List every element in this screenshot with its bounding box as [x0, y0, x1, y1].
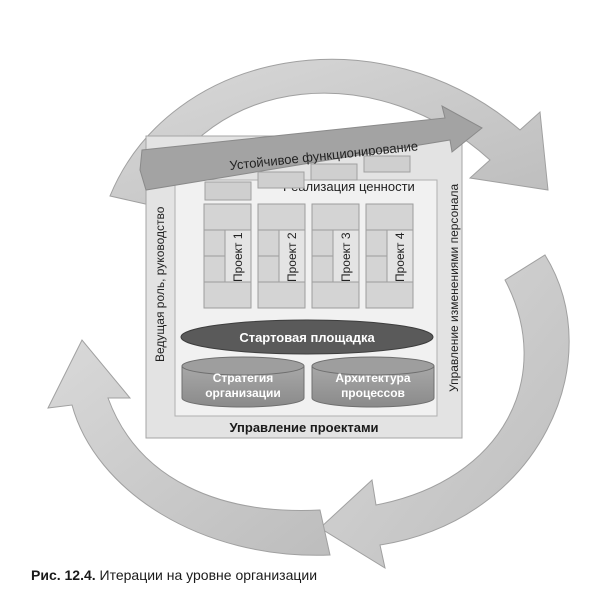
value-realization-label: Реализация ценности [283, 179, 415, 194]
value-step-tile [257, 171, 305, 189]
project-column-2: Проект 2 [257, 203, 306, 309]
figure-title: Итерации на уровне организации [99, 567, 318, 583]
architecture-label-line1: Архитектура [335, 371, 410, 385]
sustained-operation-arrow [139, 105, 483, 191]
project-label-2: Проект 2 [285, 232, 299, 282]
launchpad-disk [180, 319, 434, 355]
project-column-3: Проект 3 [311, 203, 360, 309]
project-label-4: Проект 4 [393, 232, 407, 282]
value-step-tile [363, 155, 411, 173]
figure-caption: Рис. 12.4. Итерации на уровне организаци… [31, 567, 317, 583]
iteration-arrow-bottom [47, 339, 331, 556]
project-label-1: Проект 1 [231, 232, 245, 282]
strategy-label-line2: организации [205, 386, 281, 400]
project-column-4: Проект 4 [365, 203, 414, 309]
iteration-arrow-right [319, 254, 570, 570]
project-management-label: Управление проектами [229, 420, 378, 435]
strategy-label-line1: Стратегия [213, 371, 273, 385]
value-step-tile [310, 163, 358, 181]
value-step-tile [204, 181, 252, 201]
architecture-label-line2: процессов [341, 386, 405, 400]
strategy-cylinder: Стратегия организации [181, 356, 305, 408]
figure-number: Рис. 12.4. [31, 567, 96, 583]
architecture-cylinder: Архитектура процессов [311, 356, 435, 408]
project-grid: Проект 1 Проект 2 Проект 3 Проект 4 [203, 203, 414, 309]
iteration-arrow-top [109, 58, 549, 206]
launchpad-label: Стартовая площадка [239, 330, 375, 345]
project-label-3: Проект 3 [339, 232, 353, 282]
project-column-1: Проект 1 [203, 203, 252, 309]
people-change-label: Управление изменениями персонала [447, 183, 461, 392]
leadership-label: Ведущая роль, руководство [153, 206, 167, 362]
